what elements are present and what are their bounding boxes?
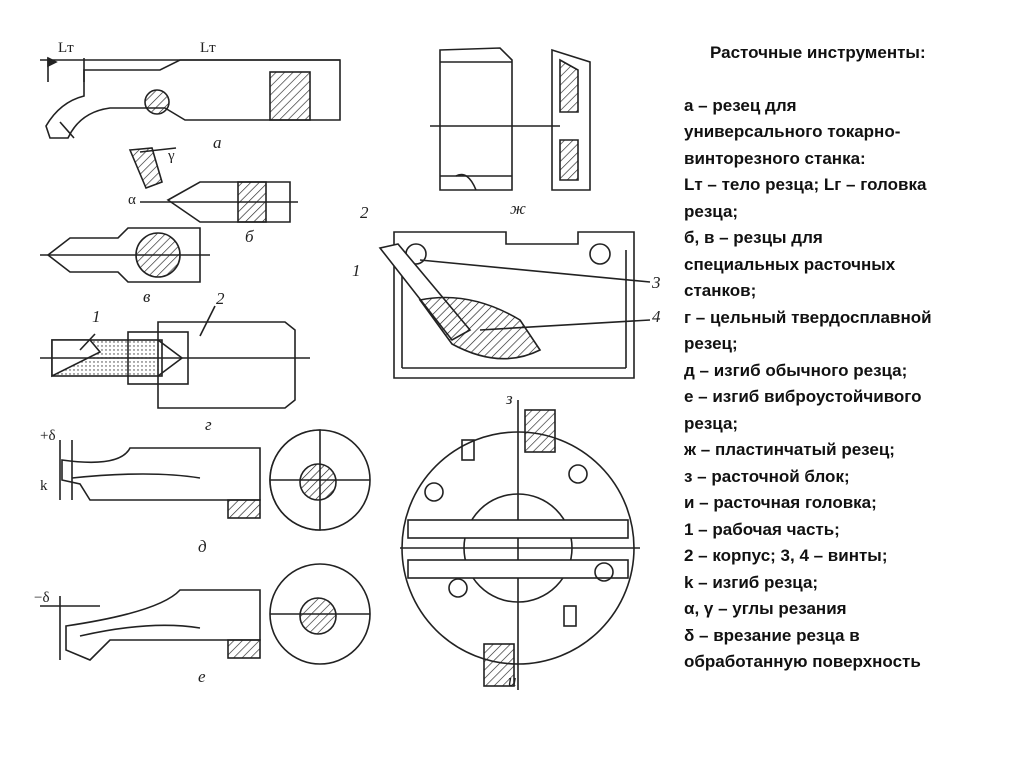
label-zh: ж	[510, 199, 526, 218]
cutter-b	[128, 147, 298, 223]
callout-4-z: 4	[652, 307, 661, 326]
caption-line: резца;	[684, 201, 739, 221]
caption-line: а – резец для	[684, 95, 797, 115]
callout-3-z: 3	[651, 273, 661, 292]
caption-line: δ – врезание резца в	[684, 625, 860, 645]
callout-1-g: 1	[92, 307, 101, 326]
caption-line: г – цельный твердосплавной	[684, 307, 932, 327]
cutter-zh	[430, 47, 591, 191]
dim-gamma: γ	[167, 148, 175, 164]
caption-line: станков;	[684, 281, 757, 300]
label-e: е	[198, 667, 206, 686]
caption-line: 2 – корпус; 3, 4 – винты;	[684, 546, 888, 565]
caption-line: д – изгиб обычного резца;	[684, 360, 908, 380]
caption-line: е – изгиб виброустойчивого	[684, 387, 922, 406]
caption-line: 1 – рабочая часть;	[684, 519, 840, 539]
caption-line: з – расточной блок;	[684, 466, 850, 486]
label-d: д	[198, 537, 207, 556]
caption-line: б, в – резцы для	[684, 228, 823, 247]
caption-line: Lт – тело резца; Lг – головка	[684, 175, 927, 194]
boring-block	[378, 231, 651, 379]
dim-plus-delta: +δ	[40, 428, 56, 444]
cutter-v	[40, 227, 210, 283]
label-a: а	[213, 133, 222, 152]
caption-title: Расточные инструменты:	[710, 43, 926, 62]
dim-alpha: α	[128, 192, 136, 208]
cutter-g	[40, 305, 310, 409]
caption-line: универсального токарно-	[684, 122, 901, 141]
callout-1-z: 1	[352, 261, 361, 280]
caption-line: резца;	[684, 413, 739, 433]
dim-k: k	[40, 478, 48, 494]
caption-block: Расточные инструменты: а – резец для уни…	[684, 40, 1014, 676]
dim-lt-small: Lт	[58, 40, 74, 56]
caption-line: α, γ – углы резания	[684, 599, 847, 618]
cutter-d	[59, 429, 371, 531]
callout-2-g: 2	[216, 289, 225, 308]
boring-head	[400, 400, 640, 690]
cutter-a	[40, 56, 341, 139]
caption-line: и – расточная головка;	[684, 493, 877, 512]
label-b: б	[245, 227, 254, 246]
label-z: з	[505, 389, 513, 408]
dim-minus-delta: −δ	[34, 590, 50, 606]
caption-line: резец;	[684, 334, 738, 353]
dim-lt-large: Lт	[200, 40, 216, 56]
label-g: г	[205, 415, 212, 434]
label-i: и	[508, 671, 517, 690]
caption-line: k – изгиб резца;	[684, 572, 819, 592]
boring-tools-drawing: Lт Lт γ α +δ k −δ 1 2 2 1 3 4 а б в г д …	[34, 40, 661, 690]
cutter-e	[40, 563, 371, 665]
caption-line: специальных расточных	[684, 254, 896, 274]
caption-line: винторезного станка:	[684, 148, 866, 168]
callout-2-z: 2	[360, 203, 369, 222]
caption-line: обработанную поверхность	[684, 652, 921, 671]
label-v: в	[143, 287, 151, 306]
caption-line: ж – пластинчатый резец;	[684, 440, 895, 459]
